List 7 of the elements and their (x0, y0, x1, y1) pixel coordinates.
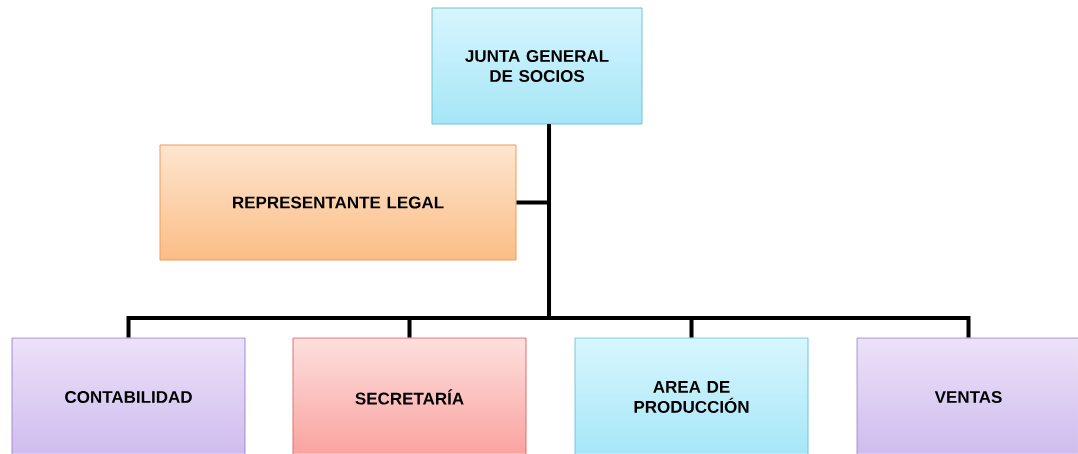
department-box: AREA DE PRODUCCIÓN (574, 337, 809, 454)
role-box: REPRESENTANTE LEGAL (159, 144, 517, 261)
department-box: VENTAS (856, 337, 1078, 454)
head-box: JUNTA GENERAL DE SOCIOS (431, 7, 643, 125)
connector-line (547, 124, 971, 338)
department-box: CONTABILIDAD (11, 337, 246, 454)
department-box: SECRETARÍA (292, 337, 527, 454)
